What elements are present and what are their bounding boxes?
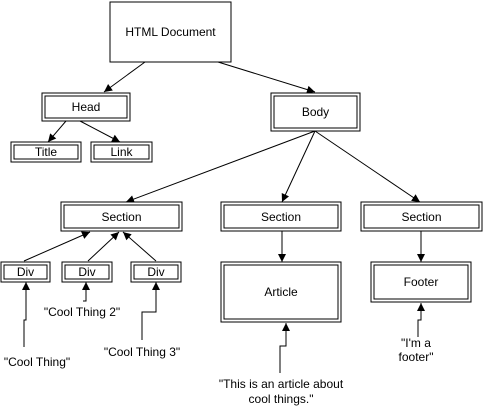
node-title: Title bbox=[10, 141, 82, 163]
head-label: Head bbox=[72, 100, 101, 114]
section-middle-label: Section bbox=[261, 210, 301, 224]
edge-article-text-to-article bbox=[279, 323, 290, 373]
div-3-label: Div bbox=[147, 265, 164, 279]
article-text-line-1: "This is an article about bbox=[219, 377, 344, 391]
div-2-label: Div bbox=[78, 265, 95, 279]
node-div-3: Div bbox=[130, 261, 182, 283]
edge-cool-thing3-to-div3 bbox=[141, 282, 160, 340]
link-label: Link bbox=[110, 145, 133, 159]
section-left-label: Section bbox=[101, 210, 141, 224]
footer-text-line-1: "I'm a bbox=[401, 336, 431, 350]
edge-html-to-body bbox=[217, 61, 316, 94]
node-div-1: Div bbox=[0, 261, 51, 283]
node-section-middle: Section bbox=[220, 201, 342, 232]
footer-label: Footer bbox=[404, 275, 439, 289]
body-label: Body bbox=[302, 105, 329, 119]
node-link: Link bbox=[90, 141, 153, 163]
edge-div3-to-section bbox=[122, 231, 157, 262]
edge-body-to-section-middle bbox=[281, 130, 316, 203]
node-head: Head bbox=[41, 92, 131, 122]
edge-body-to-section-right bbox=[314, 130, 421, 203]
node-body: Body bbox=[270, 92, 361, 132]
edge-html-to-head bbox=[103, 61, 146, 93]
node-html-document: HTML Document bbox=[109, 1, 232, 63]
footer-text-line-2: footer" bbox=[399, 350, 434, 364]
node-section-right: Section bbox=[360, 201, 483, 232]
edge-head-to-title bbox=[47, 120, 67, 143]
html-document-label: HTML Document bbox=[125, 25, 216, 39]
div-1-label: Div bbox=[17, 265, 34, 279]
edges bbox=[22, 61, 425, 373]
edge-head-to-link bbox=[79, 120, 121, 143]
edge-cool-thing2-to-div2 bbox=[82, 282, 90, 302]
edge-cool-thing-to-div1 bbox=[22, 282, 30, 347]
node-section-left: Section bbox=[60, 201, 183, 232]
node-div-2: Div bbox=[61, 261, 113, 283]
article-text-line-2: cool things." bbox=[249, 392, 314, 406]
edge-div1-to-section bbox=[23, 231, 91, 262]
edge-footer-text-to-footer bbox=[417, 303, 425, 337]
node-article: Article bbox=[220, 261, 342, 323]
cool-thing-2-text: "Cool Thing 2" bbox=[44, 305, 120, 319]
cool-thing-3-text: "Cool Thing 3" bbox=[104, 345, 180, 359]
edge-body-to-section-left bbox=[125, 130, 316, 203]
title-label: Title bbox=[35, 145, 58, 159]
cool-thing-text: "Cool Thing" bbox=[4, 355, 70, 369]
node-footer: Footer bbox=[370, 261, 472, 303]
edge-div2-to-section bbox=[87, 231, 120, 262]
article-label: Article bbox=[264, 285, 298, 299]
section-right-label: Section bbox=[401, 210, 441, 224]
